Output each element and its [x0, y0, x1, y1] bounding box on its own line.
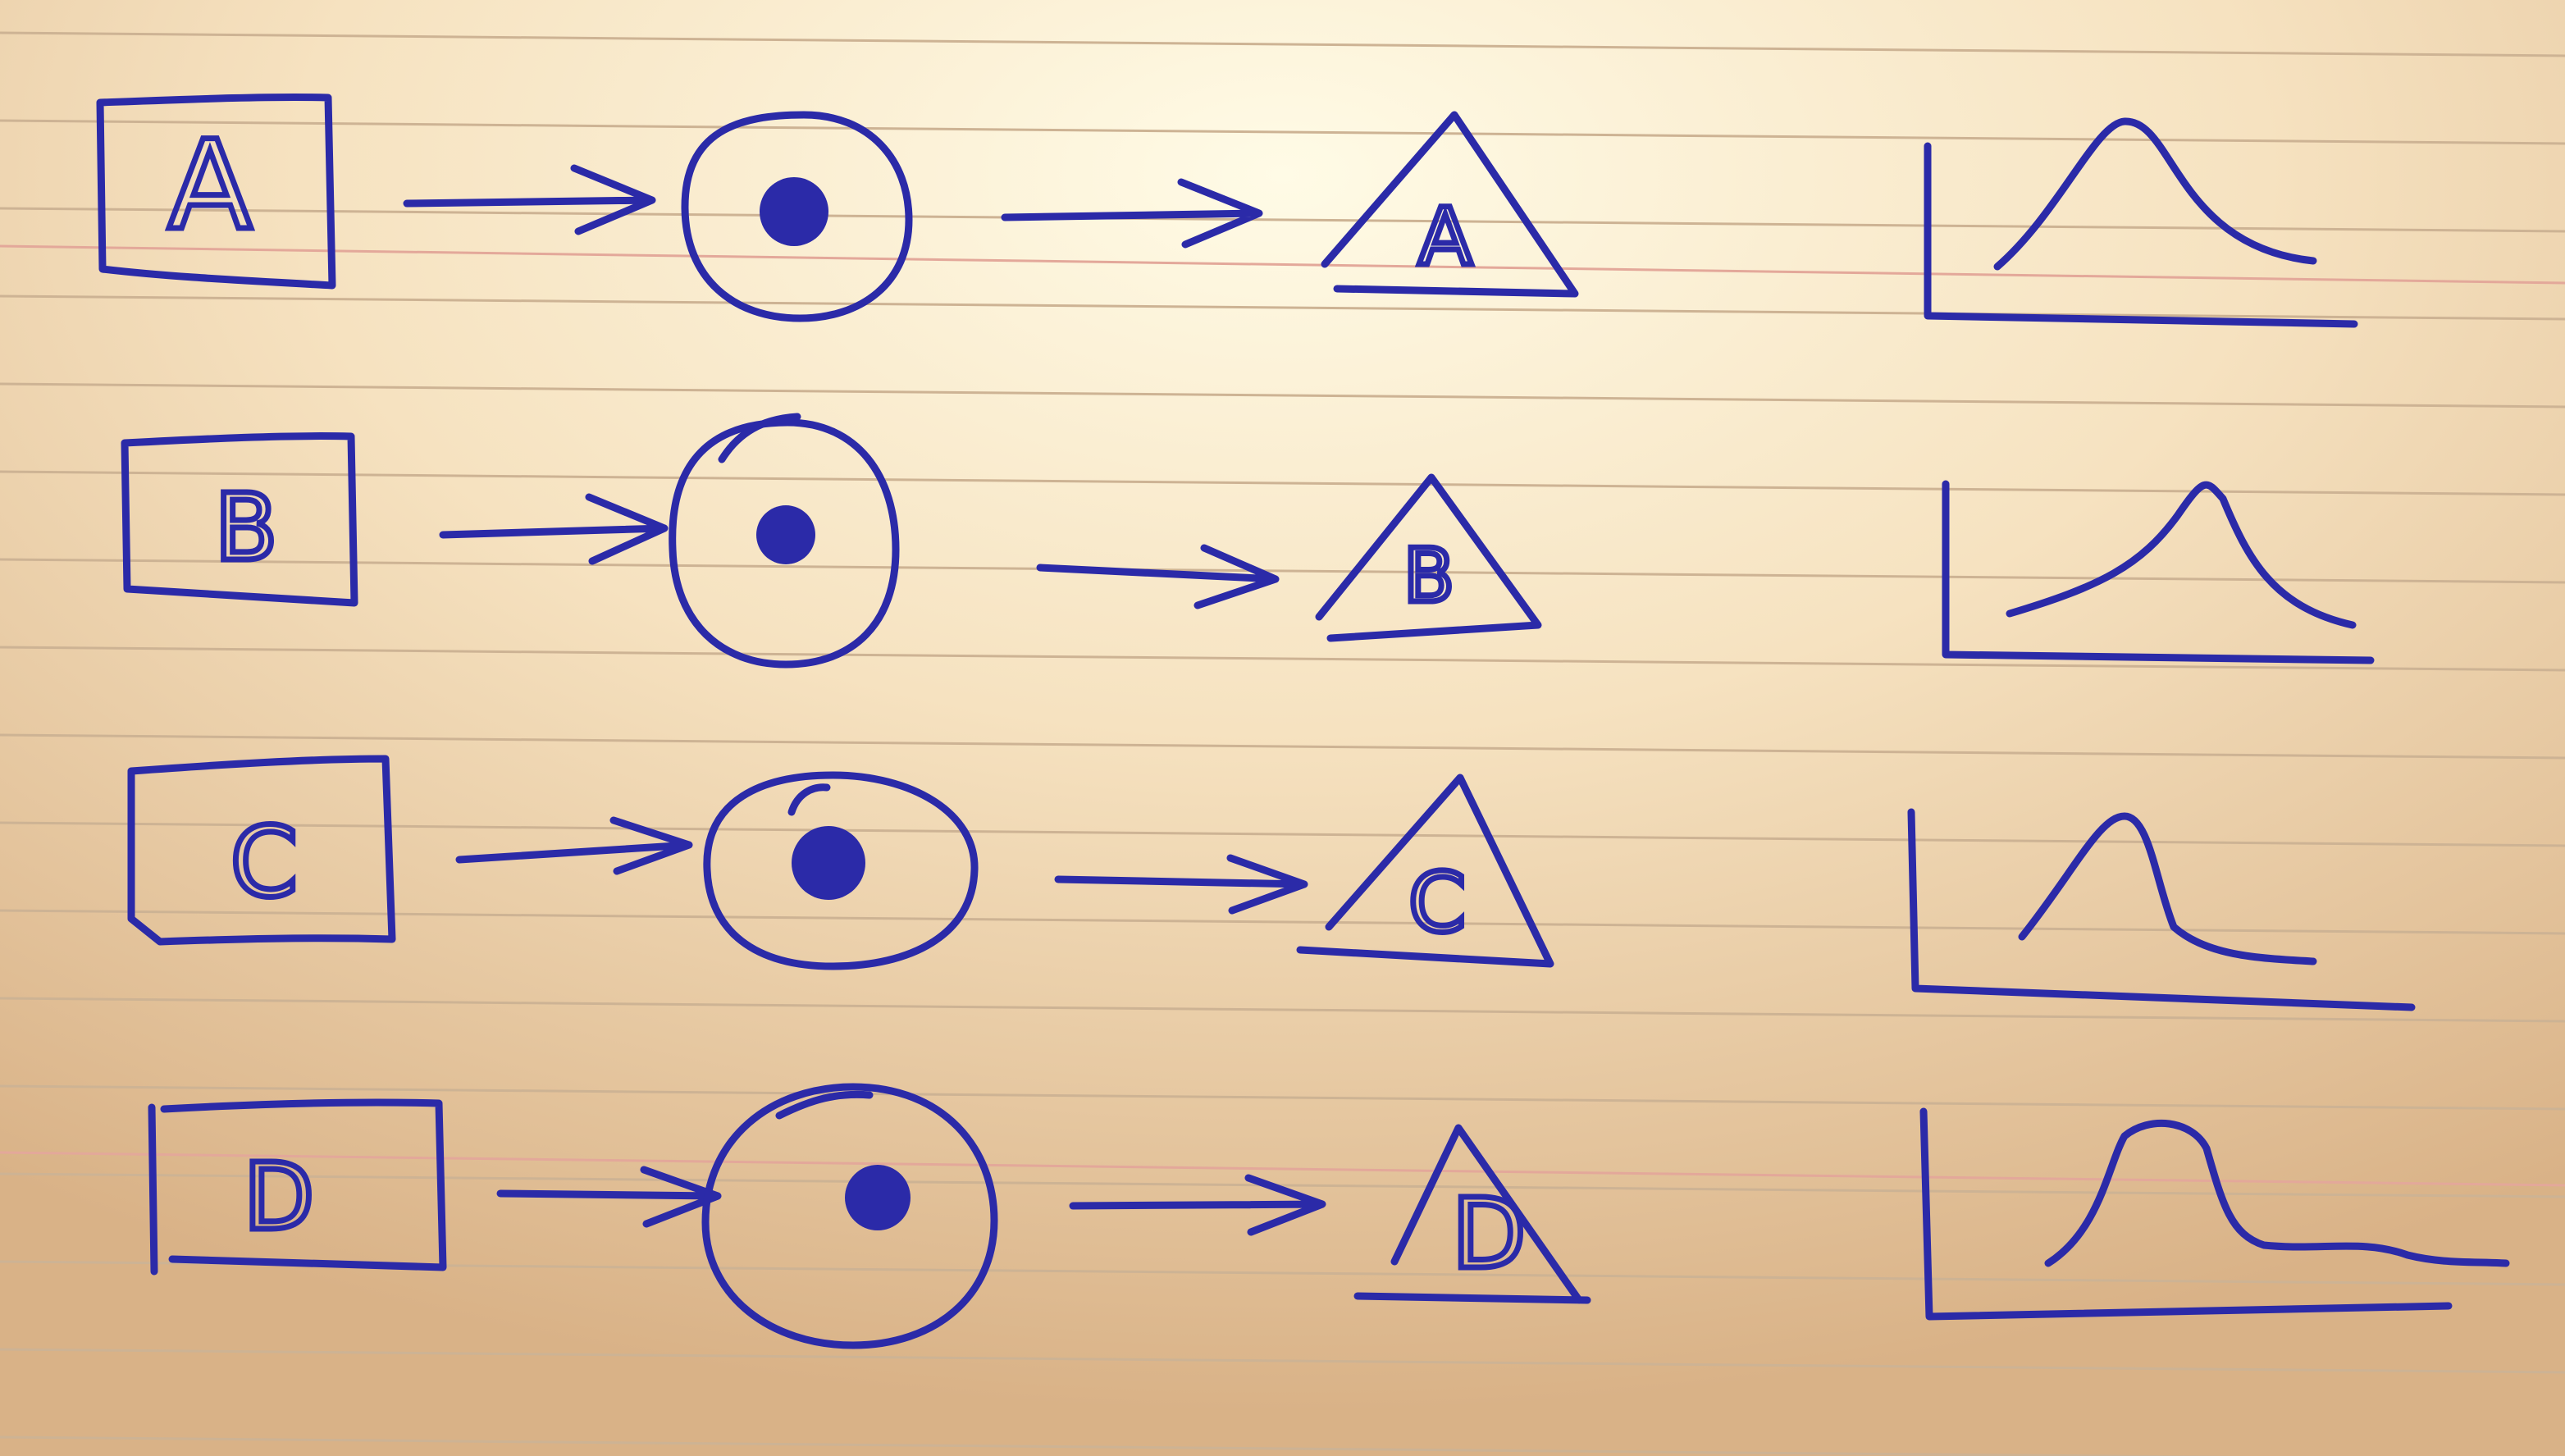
rule-line — [0, 733, 2565, 760]
triangle-label-2: B — [1403, 533, 1454, 619]
box-label-2: B — [215, 475, 278, 582]
arrow-3b — [1054, 854, 1308, 915]
cell-icon-3 — [703, 771, 979, 970]
arrow-4a — [496, 1166, 722, 1228]
input-box-3 — [127, 755, 396, 946]
arrow-2a — [439, 493, 669, 565]
axes-3 — [1907, 808, 2416, 1011]
input-box-1 — [96, 93, 336, 290]
output-triangle-4 — [1353, 1124, 1591, 1304]
cell-icon-4 — [701, 1083, 998, 1349]
arrow-1a — [403, 164, 656, 235]
axes-4 — [1919, 1107, 2453, 1321]
axes-2 — [1942, 480, 2375, 664]
triangle-label-4: D — [1452, 1177, 1527, 1290]
rule-line — [0, 646, 2565, 672]
rule-line — [0, 119, 2565, 145]
output-triangle-3 — [1296, 774, 1554, 968]
rule-line — [0, 1084, 2565, 1111]
row-2: B B — [121, 413, 2375, 669]
triangle-label-1: A — [1418, 191, 1472, 283]
nucleus-4 — [845, 1165, 911, 1230]
peak-curve-4 — [2044, 1119, 2510, 1267]
rule-line — [0, 207, 2565, 233]
margin-rule — [0, 1151, 2565, 1187]
rule-line — [0, 909, 2565, 935]
output-triangle-2 — [1315, 473, 1542, 642]
row-1: A A — [96, 93, 2358, 328]
peak-curve-1 — [1993, 117, 2317, 271]
rule-line — [0, 1435, 2245, 1456]
rule-line — [0, 31, 2565, 57]
rule-line — [0, 294, 2565, 321]
rule-line — [0, 470, 2565, 496]
input-box-2 — [121, 432, 358, 607]
cell-icon-1 — [681, 111, 913, 322]
nucleus-2 — [756, 505, 815, 564]
output-triangle-1 — [1321, 111, 1579, 298]
triangle-label-3: C — [1408, 855, 1466, 951]
arrow-3a — [455, 816, 693, 875]
axes-1 — [1924, 142, 2358, 328]
box-label-1: A — [168, 115, 253, 258]
margin-rule — [0, 244, 2565, 285]
rule-line — [0, 558, 2565, 584]
row-3: C C — [127, 755, 2416, 1011]
cell-icon-2 — [669, 413, 900, 669]
rule-line — [0, 382, 2565, 409]
nucleus-3 — [792, 826, 865, 900]
rule-line — [0, 1172, 2565, 1198]
ruled-lines — [0, 31, 2565, 1456]
rule-line — [0, 997, 2565, 1023]
box-label-3: C — [230, 806, 298, 919]
rule-line — [0, 1348, 2565, 1374]
input-box-4 — [148, 1098, 447, 1276]
peak-curve-2 — [2006, 481, 2357, 629]
rule-line — [0, 821, 2565, 847]
arrow-4b — [1069, 1174, 1326, 1236]
arrow-1b — [1001, 178, 1263, 249]
row-4: D D — [148, 1083, 2510, 1349]
nucleus-1 — [760, 177, 828, 246]
peak-curve-3 — [2018, 812, 2317, 965]
box-label-4: D — [244, 1144, 314, 1251]
arrow-2b — [1036, 544, 1280, 609]
